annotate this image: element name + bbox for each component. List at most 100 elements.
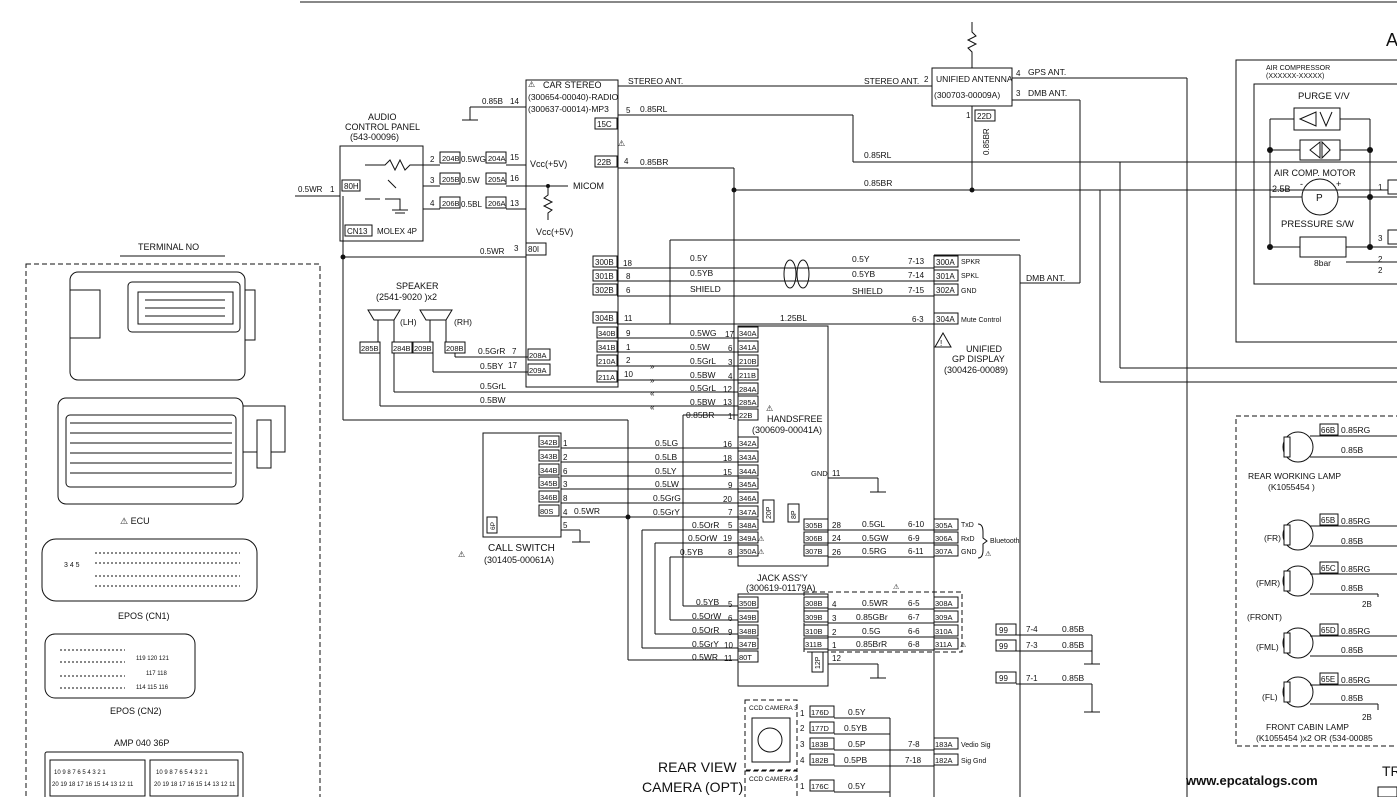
svg-text:209A: 209A [529,366,547,375]
svg-text:342A: 342A [739,439,757,448]
epos-cn2-label: EPOS (CN2) [110,706,162,716]
svg-text:»: » [650,362,655,371]
svg-text:5: 5 [728,521,733,530]
svg-text:0.85BR: 0.85BR [686,410,714,420]
svg-text:0.85B: 0.85B [1062,673,1085,683]
svg-text:SPKR: SPKR [961,259,980,266]
svg-text:5: 5 [563,521,568,530]
svg-text:305B: 305B [805,521,823,530]
svg-text:0.85B: 0.85B [1341,693,1364,703]
svg-text:284B: 284B [393,344,411,353]
svg-text:0.5GrL: 0.5GrL [480,381,506,391]
svg-text:0.5Y: 0.5Y [690,253,708,263]
svg-text:0.5WR: 0.5WR [692,652,718,662]
svg-text:«: « [650,389,655,398]
warning-icon: ! [940,339,942,348]
svg-text:343A: 343A [739,453,757,462]
svg-text:18: 18 [723,454,732,463]
svg-text:300B: 300B [595,258,614,267]
svg-text:348A: 348A [739,521,757,530]
warning-icon: ⚠ [985,550,991,558]
svg-text:301B: 301B [595,272,614,281]
svg-text:65D: 65D [1321,626,1336,635]
svg-text:22B: 22B [739,411,752,420]
svg-text:17: 17 [508,361,517,370]
svg-text:204B: 204B [442,154,460,163]
svg-text:7-3: 7-3 [1026,641,1038,650]
ccd-cameras: CCD CAMERA 3 CCD CAMERA 2 1 2 3 4 1 176D… [744,699,991,797]
svg-text:301A: 301A [936,272,955,281]
svg-text:(2541-9020 )x2: (2541-9020 )x2 [376,292,437,302]
svg-text:2B: 2B [1362,713,1372,722]
svg-text:3: 3 [430,176,435,185]
svg-text:66B: 66B [1321,426,1335,435]
svg-text:306A: 306A [935,534,953,543]
svg-text:345B: 345B [540,479,558,488]
svg-text:6: 6 [626,286,631,295]
svg-text:0.85GBr: 0.85GBr [856,612,888,622]
svg-text:2: 2 [563,453,568,462]
svg-text:HANDSFREE: HANDSFREE [767,414,823,424]
svg-text:(300619-01179A): (300619-01179A) [746,583,815,593]
svg-text:3 4 5: 3 4 5 [64,562,80,569]
svg-text:0.5WR: 0.5WR [862,598,888,608]
svg-text:0.85BR: 0.85BR [864,178,892,188]
svg-text:(301405-00061A): (301405-00061A) [484,555,554,565]
svg-text:302A: 302A [936,286,955,295]
svg-text:7-8: 7-8 [908,740,920,749]
svg-text:285B: 285B [361,344,379,353]
svg-text:0.85BR: 0.85BR [982,128,991,155]
svg-text:19: 19 [723,534,732,543]
svg-text:6-3: 6-3 [912,315,924,324]
svg-text:0.5Y: 0.5Y [852,254,870,264]
svg-text:Vcc(+5V): Vcc(+5V) [530,159,567,169]
svg-text:20 19 18 17 16 15 14 13 12 11: 20 19 18 17 16 15 14 13 12 11 [52,782,134,788]
svg-text:8: 8 [728,548,733,557]
svg-text:4: 4 [430,199,435,208]
call-switch: 342B 343B 344B 345B 346B 80S 1 2 6 3 8 4… [458,420,738,661]
svg-text:10: 10 [624,370,633,379]
svg-text:11: 11 [832,469,841,478]
svg-text:CCD CAMERA 3: CCD CAMERA 3 [749,705,798,712]
svg-text:0.5WR: 0.5WR [480,247,505,256]
svg-text:0.5GW: 0.5GW [862,533,888,543]
svg-text:0.5BW: 0.5BW [480,395,506,405]
svg-text:0.5GrR: 0.5GrR [478,346,505,356]
svg-text:11: 11 [624,314,633,323]
svg-text:0.5YB: 0.5YB [852,269,875,279]
svg-text:20: 20 [723,495,732,504]
svg-text:0.5PB: 0.5PB [844,755,867,765]
svg-text:6P: 6P [490,522,497,530]
svg-text:6-5: 6-5 [908,599,920,608]
handsfree-unit: 340A 341A 210B 211B 284A 285A 22B 17 17 … [617,325,1020,567]
svg-text:311B: 311B [805,640,822,649]
warning-icon: ⚠ [458,550,465,559]
unified-antenna: UNIFIED ANTENNA (300703-00009A) 2 4 3 1 … [924,22,1397,797]
svg-text:0.5BY: 0.5BY [480,361,503,371]
svg-text:2: 2 [800,724,805,733]
svg-text:0.5OrW: 0.5OrW [688,533,717,543]
svg-text:0.85B: 0.85B [1062,640,1085,650]
svg-text:208B: 208B [446,344,464,353]
stereo-output-connectors: 300B 301B 302B 304B 340B 341B 210A 211A … [592,239,1020,383]
svg-text:(FML): (FML) [1256,642,1279,652]
svg-text:4: 4 [563,508,568,517]
svg-text:16: 16 [723,440,732,449]
svg-text:(FR): (FR) [1264,533,1281,543]
svg-text:4: 4 [624,157,629,166]
svg-text:309B: 309B [805,613,823,622]
svg-text:CONTROL PANEL: CONTROL PANEL [345,122,420,132]
svg-text:(300703-00009A): (300703-00009A) [934,90,1000,100]
svg-text:(300426-00089): (300426-00089) [944,365,1008,375]
gp-display: DMB ANT. 300A 301A 302A 304A SPKR SPKL G… [908,254,1065,797]
svg-text:Bluetooth: Bluetooth [990,538,1020,545]
svg-text:349A: 349A [739,534,757,543]
svg-text:UNIFIED ANTENNA: UNIFIED ANTENNA [936,74,1013,84]
svg-text:348B: 348B [739,627,757,636]
svg-text:205A: 205A [488,175,506,184]
svg-text:0.85B: 0.85B [1341,583,1364,593]
svg-text:TxD: TxD [961,522,974,529]
svg-text:9: 9 [728,481,733,490]
svg-text:15: 15 [723,468,732,477]
